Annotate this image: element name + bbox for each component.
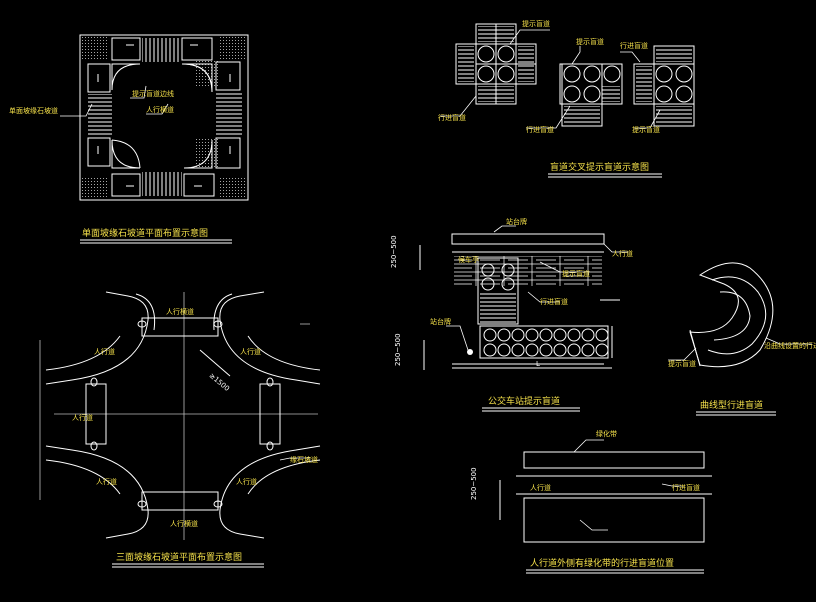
br-walk-label: 行进盲道 (672, 483, 700, 492)
tr-walk3-label: 行进盲道 (620, 41, 648, 50)
title-bus-stop: 公交车站提示盲道 (488, 395, 560, 407)
title-bottom-left: 三面坡缘石坡道平面布置示意图 (116, 551, 242, 563)
bus-dist2-label: 250~500 (394, 333, 402, 366)
tl-curb-ramp-label: 单面坡缘石坡道 (9, 106, 58, 115)
tl-crosswalk-label: 人行横道 (146, 105, 174, 114)
bl-left-mid-label: 人行道 (72, 413, 93, 422)
bus-circles (483, 328, 609, 357)
bottom-left-diagram: 人行横道 人行横道 人行道 人行道 人行道 人行道 人行道 缘石坡道 ≥1500… (39, 291, 321, 568)
bl-ramp-label: 缘石坡道 (290, 455, 318, 464)
bl-crosswalk-bottom-label: 人行横道 (170, 519, 198, 528)
bl-sidewalk-br-label: 人行道 (236, 477, 257, 486)
curve-prompt-label: 提示盲道 (668, 359, 696, 368)
bl-sidewalk-bl-label: 人行道 (96, 477, 117, 486)
tr-walk2-label: 行进盲道 (526, 125, 554, 134)
bl-sidewalk-tl-label: 人行道 (94, 347, 115, 356)
bus-L-label: L (536, 360, 540, 368)
bus-plate-label: 站台牌 (506, 217, 527, 226)
bus-stop-diagram: 站台牌 人行道 提示盲道 行进盲道 站台牌 候车亭 L 250~500 250~… (390, 217, 633, 412)
bus-shelter-label: 候车亭 (458, 255, 479, 264)
curve-walk-label: 沿曲线设置的行进盲道 (764, 341, 816, 350)
title-curve: 曲线型行进盲道 (700, 399, 763, 411)
bus-prompt-label: 提示盲道 (562, 269, 590, 278)
top-left-diagram: 单面坡缘石坡道 提示盲道边线 人行横道 单面坡缘石坡道平面布置示意图 (9, 34, 249, 244)
title-bottom-right: 人行道外侧有绿化带的行进盲道位置 (530, 557, 674, 569)
bl-dist-label: ≥1500 (208, 372, 231, 393)
bus-walk-label: 行进盲道 (540, 297, 568, 306)
tr-walk-label: 行进盲道 (438, 113, 466, 122)
title-top-left: 单面坡缘石坡道平面布置示意图 (82, 227, 208, 239)
bottom-right-diagram: 绿化带 人行道 行进盲道 250~500 人行道外侧有绿化带的行进盲道位置 (470, 429, 712, 574)
br-ped-label: 人行道 (530, 483, 551, 492)
curved-path-diagram: 提示盲道 沿曲线设置的行进盲道 曲线型行进盲道 (668, 262, 816, 416)
bus-ped-label: 人行道 (612, 249, 633, 258)
bus-stop-sign-label: 站台牌 (430, 317, 451, 326)
tl-tactile-edge-label: 提示盲道边线 (132, 89, 174, 98)
title-top-right: 盲道交叉提示盲道示意图 (550, 161, 649, 173)
bl-sidewalk-tr-label: 人行道 (240, 347, 261, 356)
tr-prompt-label: 提示盲道 (522, 19, 550, 28)
br-green-label: 绿化带 (596, 429, 617, 438)
tr-prompt3-label: 提示盲道 (632, 125, 660, 134)
tr-prompt2-label: 提示盲道 (576, 37, 604, 46)
top-right-diagram: 提示盲道 行进盲道 提示盲道 行进盲道 行进盲道 提示盲道 盲道交叉提示盲道示意… (438, 19, 695, 178)
br-dist-label: 250~500 (470, 467, 478, 500)
bus-dist-label: 250~500 (390, 235, 398, 268)
bl-crosswalk-top-label: 人行横道 (166, 307, 194, 316)
